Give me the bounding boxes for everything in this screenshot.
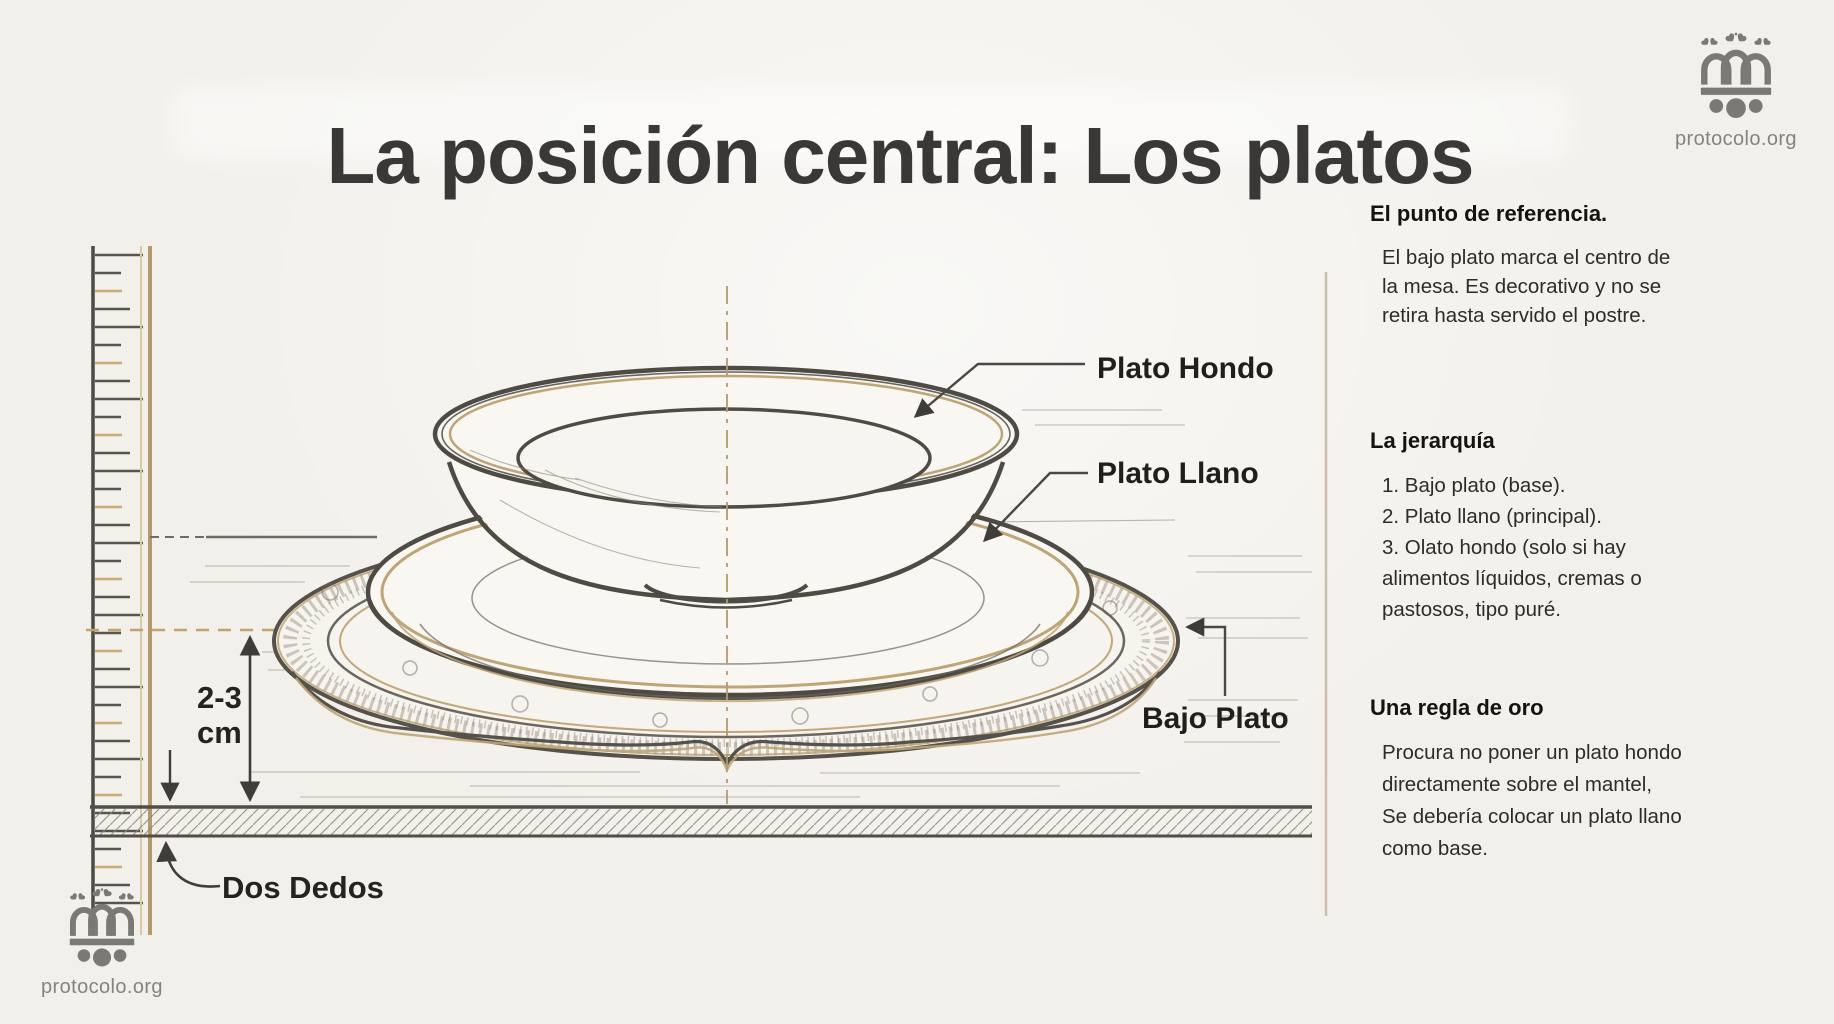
label-plato-llano: Plato Llano xyxy=(1097,457,1259,490)
label-bajo-plato: Bajo Plato xyxy=(1142,702,1289,735)
text-line: 1. Bajo plato (base). xyxy=(1382,474,1566,497)
section-heading: Una regla de oro xyxy=(1370,695,1544,720)
ruler xyxy=(91,246,155,910)
text-line: Se debería colocar un plato llano xyxy=(1382,805,1682,828)
panel-section-hierarchy: La jerarquía 1. Bajo plato (base). 2. Pl… xyxy=(1370,428,1710,625)
text-line: 2. Plato llano (principal). xyxy=(1382,505,1602,528)
label-gap-measure-unit: cm xyxy=(197,715,242,750)
panel-section-reference: El punto de referencia. El bajo plato ma… xyxy=(1370,201,1710,330)
panel-section-golden-rule: Una regla de oro Procura no poner un pla… xyxy=(1370,695,1710,865)
text-line: alimentos líquidos, cremas o xyxy=(1382,567,1642,590)
gap-measure-arrows xyxy=(160,634,261,803)
crown-icon xyxy=(62,884,142,972)
soup-bowl xyxy=(432,365,1020,609)
brand-name: protocolo.org xyxy=(41,976,163,998)
text-line: pastosos, tipo puré. xyxy=(1382,598,1561,621)
section-heading: El punto de referencia. xyxy=(1370,201,1608,226)
label-gap-measure: 2-3 xyxy=(197,680,242,715)
brand-logo-bottom: protocolo.org xyxy=(34,884,170,999)
table-edge xyxy=(90,805,1312,838)
text-line: la mesa. Es decorativo y no se xyxy=(1382,275,1662,298)
text-line: como base. xyxy=(1382,837,1488,860)
text-line: Procura no poner un plato hondo xyxy=(1382,741,1682,764)
text-line: retira hasta servido el postre. xyxy=(1382,304,1647,327)
crown-icon xyxy=(1692,28,1780,124)
title-background xyxy=(170,86,1570,160)
text-line: El bajo plato marca el centro de xyxy=(1382,246,1671,269)
sketch-shading xyxy=(190,409,1312,798)
label-plato-hondo: Plato Hondo xyxy=(1097,352,1274,385)
label-dos-dedos: Dos Dedos xyxy=(222,870,384,905)
section-heading: La jerarquía xyxy=(1370,428,1495,453)
text-line: directamente sobre el mantel, xyxy=(1382,773,1653,796)
text-line: 3. Olato hondo (solo si hay xyxy=(1382,536,1626,559)
brand-name: protocolo.org xyxy=(1675,128,1797,150)
page-title: La posición central: Los platos xyxy=(326,110,1475,200)
label-leader-lines xyxy=(913,362,1227,696)
brand-logo-top: protocolo.org xyxy=(1668,28,1804,151)
dos-dedos-arrow xyxy=(156,840,221,888)
